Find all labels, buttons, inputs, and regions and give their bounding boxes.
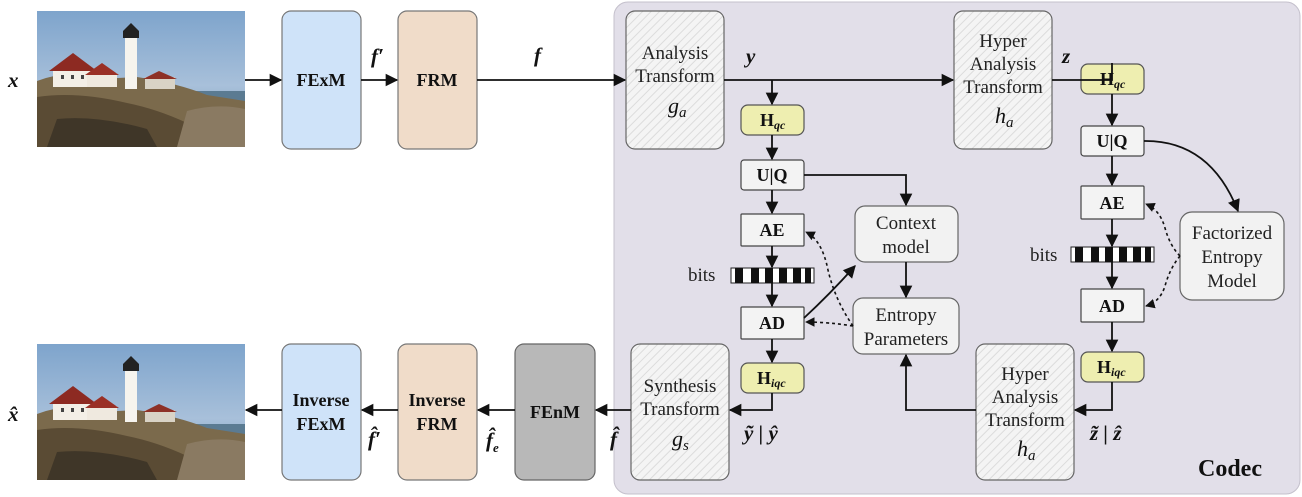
factorized-line2: Entropy [1201,247,1263,268]
entropy-parameters-line1: Entropy [875,305,937,326]
label-f-e-hat: f̂e [486,426,499,455]
ae-label-left: AE [759,220,784,240]
inverse-frm-line2: FRM [417,414,458,434]
label-y: y [743,44,756,68]
label-f: f [534,43,543,67]
synthesis-symbol: gs [672,426,689,454]
label-f-hat: f̂ [610,425,620,451]
analysis-symbol: ga [668,93,687,121]
context-model-line2: model [882,237,930,258]
arrow-hiqc-to-hyper-synthesis [1073,382,1113,417]
bitstream-right [1070,246,1155,263]
label-y-tilde-hat: ỹ | ŷ [741,421,778,445]
context-model-line1: Context [876,213,937,234]
arrow-uq-to-context [804,174,913,207]
hyper-synthesis-line1: Hyper [1001,364,1049,385]
label-f-prime-hat: f̂′ [368,425,381,451]
uq-label-left: U|Q [757,165,788,185]
hyper-synthesis-line2: Analysis [992,387,1059,408]
arrow-hyper-synthesis-to-entropy [899,353,976,411]
arrow-ad-to-context [803,265,856,319]
inverse-frm-line1: Inverse [409,390,466,410]
dashed-entropy-to-ad [805,317,854,327]
hqc-label-right: Hqc [1100,69,1126,91]
inverse-fexm-block [281,343,362,481]
label-x-hat: x̂ [7,402,19,426]
hyper-analysis-line2: Analysis [970,54,1037,75]
analysis-line2: Transform [635,66,715,87]
arrow-uq-to-factorized [1143,140,1240,213]
inverse-fexm-line2: FExM [297,414,346,434]
factorized-line3: Model [1207,271,1257,292]
label-z-tilde-hat: z̃ | ẑ [1089,421,1122,445]
ae-label-right: AE [1099,193,1124,213]
bits-label-left: bits [688,265,715,286]
inverse-frm-block [397,343,478,481]
dashed-factorized-to-ae [1145,202,1181,257]
bitstream-left [730,267,815,284]
hyper-analysis-symbol: ha [995,103,1014,131]
ad-label-left: AD [759,313,785,333]
hyper-analysis-line3: Transform [963,77,1043,98]
dashed-entropy-to-ae [805,231,854,327]
synthesis-line2: Transform [640,399,720,420]
frm-label: FRM [417,70,458,90]
fexm-label: FExM [297,70,346,90]
inverse-fexm-line1: Inverse [293,390,350,410]
bits-label-right: bits [1030,245,1057,266]
label-z: z [1061,44,1071,68]
line-hyper-to-hqc [1052,63,1113,81]
uq-label-right: U|Q [1097,131,1128,151]
factorized-line1: Factorized [1192,223,1273,244]
label-f-prime: f′ [371,44,384,68]
hiqc-label-left: Hiqc [757,368,786,390]
codec-label: Codec [1198,456,1262,482]
dashed-factorized-to-ad [1145,255,1181,309]
hyper-synthesis-symbol: ha [1017,436,1036,464]
synthesis-line1: Synthesis [644,376,717,397]
hqc-label-left: Hqc [760,110,786,132]
fenm-label: FEnM [530,402,580,422]
ad-label-right: AD [1099,296,1125,316]
entropy-parameters-line2: Parameters [864,329,948,350]
hyper-synthesis-line3: Transform [985,410,1065,431]
label-x: x [7,68,19,92]
hiqc-label-right: Hiqc [1097,357,1126,379]
arrow-hiqc-to-synthesis [728,393,773,417]
hyper-analysis-line1: Hyper [979,31,1027,52]
analysis-line1: Analysis [642,43,709,64]
input-image [37,11,245,147]
output-image [37,344,245,480]
